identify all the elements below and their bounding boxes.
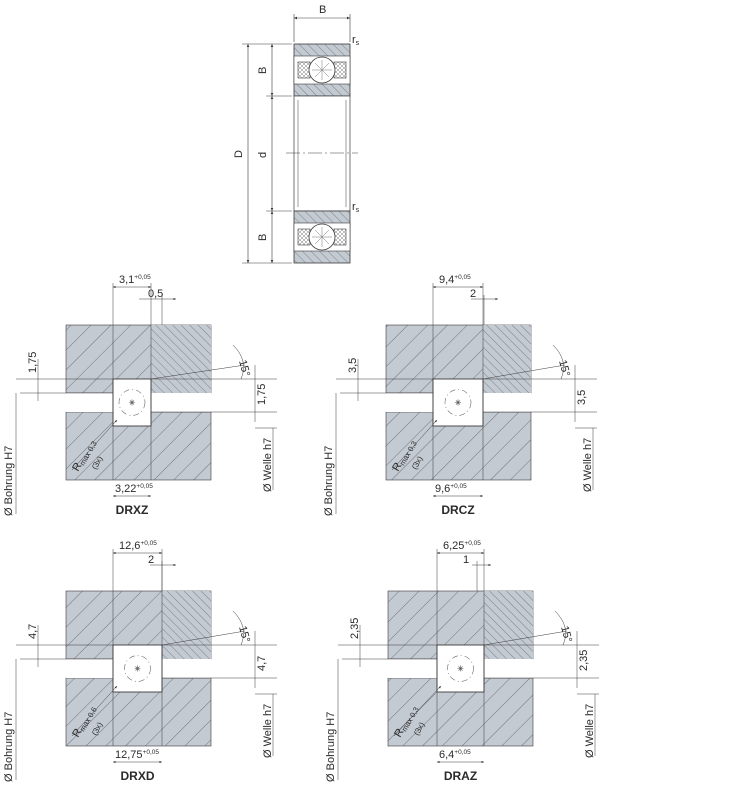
top-width-dim: 12,6+0,05 — [119, 540, 157, 552]
bottom-width-dim: 12,75+0,05 — [115, 749, 159, 761]
shaft-diameter-label: Ø Welle h7 — [584, 704, 596, 758]
radius-label-lower: rs — [352, 201, 360, 214]
detail-caption: DRXZ — [116, 503, 149, 517]
top-width-dim: 9,4+0,05 — [439, 274, 471, 286]
offset-dim: 0,5 — [148, 288, 163, 300]
top-width-dim: 3,1+0,05 — [119, 274, 151, 286]
shaft-diameter-label: Ø Welle h7 — [262, 704, 274, 758]
bottom-width-dim: 6,4+0,05 — [439, 749, 471, 761]
bottom-width-dim: 3,22+0,05 — [115, 483, 153, 495]
shaft-diameter-label: Ø Welle h7 — [262, 438, 274, 492]
bore-diameter-label: Ø Bohrung H7 — [325, 712, 337, 782]
top-width-dim: 6,25+0,05 — [443, 540, 481, 552]
left-height-dim: 2,35 — [349, 618, 361, 639]
detail-caption: DRAZ — [444, 769, 477, 783]
left-height-dim: 4,7 — [27, 624, 39, 639]
bearing-width-label-upper: B — [257, 67, 269, 74]
right-height-dim: 3,5 — [576, 390, 588, 405]
detail-caption: DRXD — [120, 769, 154, 783]
left-height-dim: 3,5 — [347, 358, 359, 373]
right-height-dim: 4,7 — [256, 656, 268, 671]
angle-dim: 15° — [236, 625, 252, 644]
left-height-dim: 1,75 — [27, 352, 39, 373]
bore-diameter-label: Ø Bohrung H7 — [3, 446, 15, 516]
detail-caption: DRCZ — [441, 503, 474, 517]
offset-dim: 1 — [463, 554, 469, 566]
bearing-width-label-lower: B — [257, 234, 269, 241]
bottom-width-dim: 9,6+0,05 — [435, 483, 467, 495]
shaft-diameter-label: Ø Welle h7 — [582, 438, 594, 492]
outer-diameter-label: D — [233, 150, 245, 158]
angle-dim: 15° — [236, 359, 252, 378]
angle-dim: 15° — [556, 359, 572, 378]
bore-diameter-label: Ø Bohrung H7 — [3, 712, 15, 782]
offset-dim: 2 — [470, 288, 476, 300]
bore-diameter-label: Ø Bohrung H7 — [323, 446, 335, 516]
radius-label-top: rs — [352, 34, 360, 47]
angle-dim: 15° — [558, 625, 574, 644]
right-height-dim: 2,35 — [578, 650, 590, 671]
bearing-width-label: B — [319, 4, 326, 16]
offset-dim: 2 — [148, 554, 154, 566]
bearing-section: B rs B D d B rs — [233, 4, 360, 264]
bore-diameter-label: d — [257, 152, 269, 158]
right-height-dim: 1,75 — [256, 384, 268, 405]
